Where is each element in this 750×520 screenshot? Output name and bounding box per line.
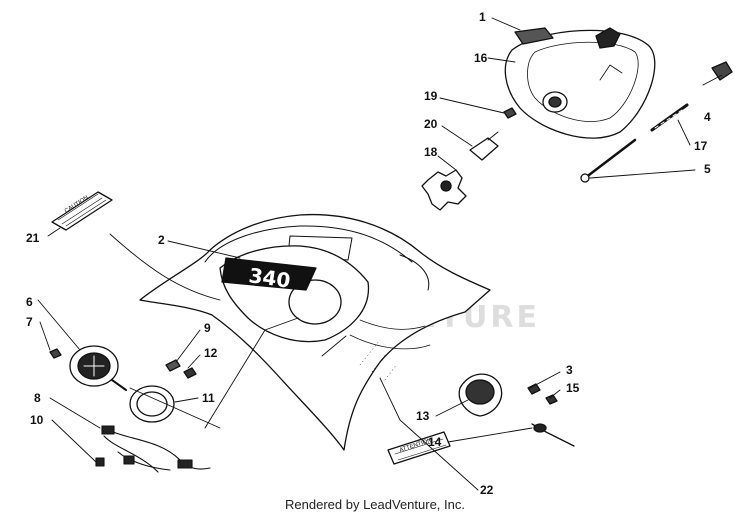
gauge-6 (69, 345, 127, 391)
clip-9 (165, 359, 181, 372)
callout-1: 1 (479, 10, 486, 24)
adjust-screw (583, 138, 637, 180)
callout-14: 14 (428, 435, 442, 449)
callout-2: 2 (158, 233, 165, 247)
callout-5: 5 (704, 162, 711, 176)
socket-13 (458, 373, 503, 417)
callout-19: 19 (424, 89, 438, 103)
wiring-harness (95, 425, 211, 473)
callout-12: 12 (204, 346, 218, 360)
callout-9: 9 (204, 321, 211, 335)
callout-18: 18 (424, 145, 438, 159)
console-badge-text: 340 (247, 263, 292, 293)
callout-16: 16 (474, 51, 488, 65)
clip-4 (711, 61, 733, 81)
nut-19 (503, 107, 517, 119)
adjuster-knob (595, 27, 621, 49)
hood-console (139, 213, 491, 451)
headlight-bulb (469, 137, 499, 161)
callout-20: 20 (424, 117, 438, 131)
leader-lines (37, 17, 723, 491)
callout-3: 3 (566, 363, 573, 377)
callout-8: 8 (34, 391, 41, 405)
callout-13: 13 (416, 409, 430, 423)
footer-credit: Rendered by LeadVenture, Inc. (285, 497, 465, 512)
callout-17: 17 (694, 139, 708, 153)
callout-7: 7 (26, 315, 33, 329)
nut-15 (545, 394, 558, 405)
callout-6: 6 (26, 295, 33, 309)
nut-12 (183, 367, 197, 379)
nut-7 (49, 348, 62, 359)
callout-4: 4 (704, 110, 711, 124)
callout-11: 11 (202, 391, 215, 405)
callout-10: 10 (30, 413, 44, 427)
nut-3 (527, 383, 541, 395)
callout-15: 15 (566, 381, 580, 395)
headlight-housing (504, 29, 656, 139)
mount-bracket (514, 27, 554, 45)
callout-21: 21 (26, 231, 40, 245)
callout-22: 22 (480, 483, 494, 497)
decal-22 (387, 431, 451, 465)
